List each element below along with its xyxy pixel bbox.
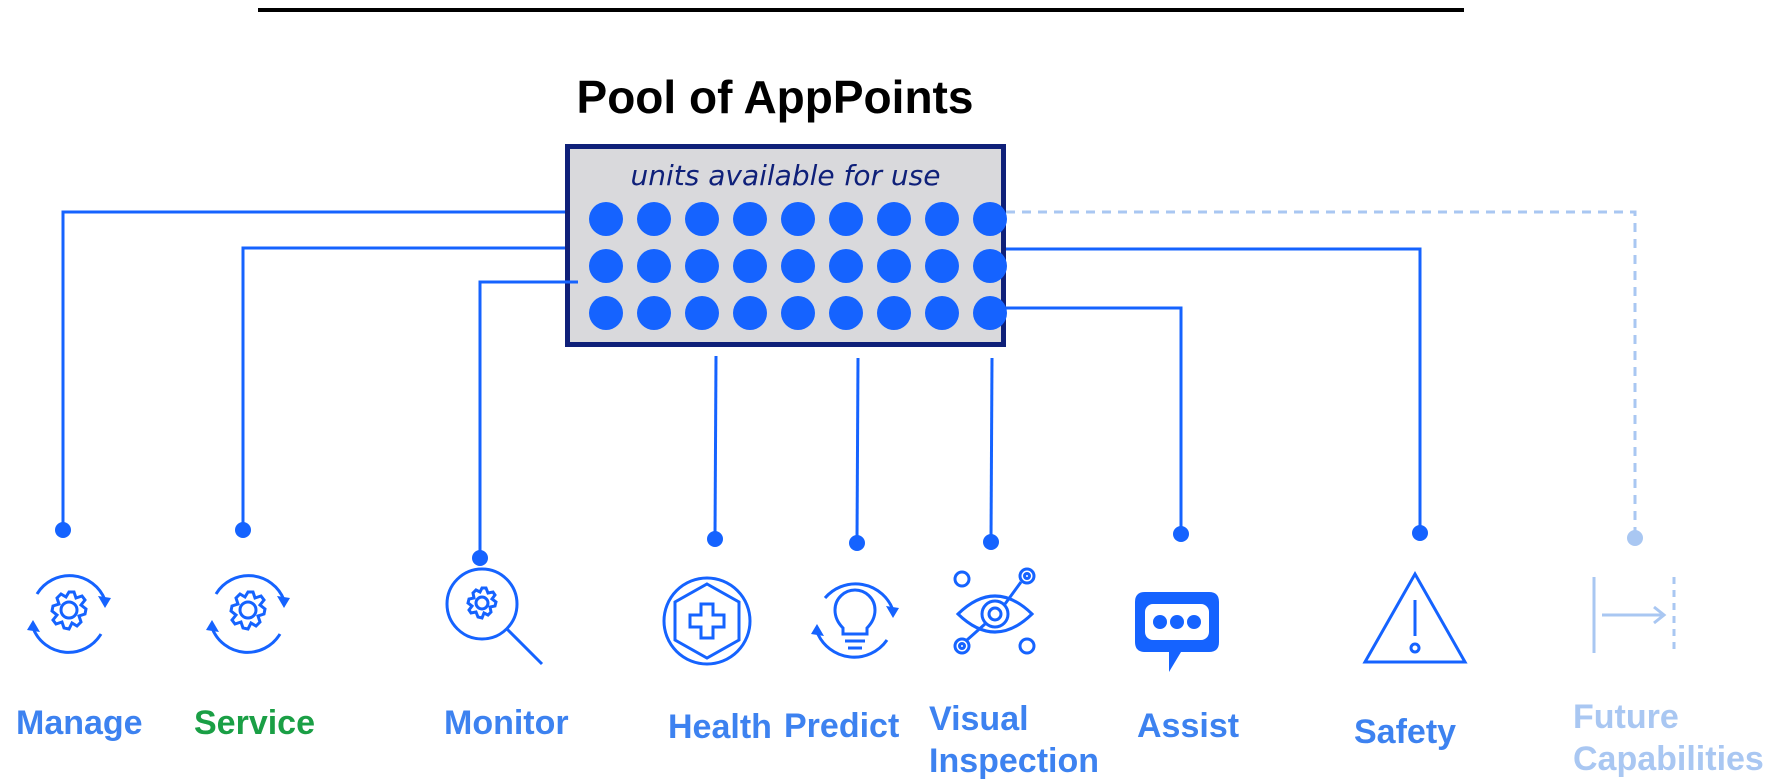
capability-label-health: Health (668, 708, 772, 746)
connector-end-predict (849, 535, 865, 551)
capability-label-future: Future Capabilities (1573, 696, 1764, 780)
connector-visual-inspection (989, 357, 994, 541)
connector-future (1006, 210, 1637, 535)
capability-label-visual-line2: Inspection (929, 742, 1100, 780)
connector-end-manage (55, 522, 71, 538)
chat-bubble-icon (1135, 592, 1219, 672)
gear-cycle-icon (206, 574, 290, 654)
appoint-unit-dot (589, 296, 623, 330)
capability-label-safety: Safety (1354, 713, 1457, 751)
connector-end-future (1627, 530, 1643, 546)
appoint-unit-dot (973, 202, 1007, 236)
appoint-unit-dot (829, 296, 863, 330)
connector-health (713, 355, 718, 537)
warning-triangle-icon (1362, 570, 1468, 664)
capability-label-visual-inspection: Visual Inspection (929, 698, 1099, 782)
appoint-unit-dot (637, 249, 671, 283)
appoint-unit-dot (925, 296, 959, 330)
appoint-unit-dot (877, 296, 911, 330)
appoint-unit-dot (829, 202, 863, 236)
connector-service (241, 246, 565, 528)
appoint-unit-dot (877, 202, 911, 236)
connector-end-assist (1173, 526, 1189, 542)
connector-end-monitor (472, 550, 488, 566)
capability-label-manage: Manage (16, 704, 143, 742)
appoint-unit-dot (973, 296, 1007, 330)
gear-magnifier-icon (445, 567, 544, 666)
gear-cycle-icon (27, 574, 111, 654)
capability-label-assist: Assist (1137, 707, 1240, 745)
capability-label-service: Service (194, 704, 315, 742)
connector-end-service (235, 522, 251, 538)
appoint-unit-dot (733, 249, 767, 283)
connector-end-visual-inspection (983, 534, 999, 550)
appoint-unit-dot (685, 249, 719, 283)
capability-label-future-line1: Future (1573, 698, 1679, 736)
appoint-unit-dot (685, 296, 719, 330)
connector-assist (1006, 306, 1183, 530)
appoints-pool-box: units available for use (565, 144, 1007, 347)
appoint-unit-dot (781, 202, 815, 236)
capability-label-monitor: Monitor (444, 704, 569, 742)
lightbulb-cycle-icon (811, 582, 899, 659)
appoint-unit-dot (781, 249, 815, 283)
appoint-unit-dot (589, 249, 623, 283)
appoint-unit-dot (925, 202, 959, 236)
connector-safety (1006, 247, 1422, 530)
arrow-to-line-icon (1592, 577, 1676, 653)
eye-network-icon (953, 567, 1036, 655)
appoint-unit-dot (685, 202, 719, 236)
capability-label-visual-line1: Visual (929, 700, 1029, 738)
appoint-unit-dot (589, 202, 623, 236)
medical-cross-shield-icon (662, 576, 752, 666)
appoint-unit-dot (637, 202, 671, 236)
pool-title: Pool of AppPoints (576, 71, 974, 123)
top-divider-line (258, 8, 1464, 12)
appoint-unit-dot (829, 249, 863, 283)
connector-end-health (707, 531, 723, 547)
appoint-unit-dot (781, 296, 815, 330)
connector-manage (61, 210, 565, 528)
appoint-unit-dot (733, 296, 767, 330)
connector-predict (855, 357, 860, 541)
appoint-unit-dot (877, 249, 911, 283)
appoint-unit-dot (637, 296, 671, 330)
appoint-unit-dot (733, 202, 767, 236)
connector-end-safety (1412, 525, 1428, 541)
capability-label-future-line2: Capabilities (1573, 740, 1764, 778)
capability-label-predict: Predict (784, 707, 900, 745)
appoint-unit-dot (973, 249, 1007, 283)
connector-monitor (478, 280, 578, 554)
pool-subtitle: units available for use (630, 159, 941, 192)
appoint-unit-dot (925, 249, 959, 283)
